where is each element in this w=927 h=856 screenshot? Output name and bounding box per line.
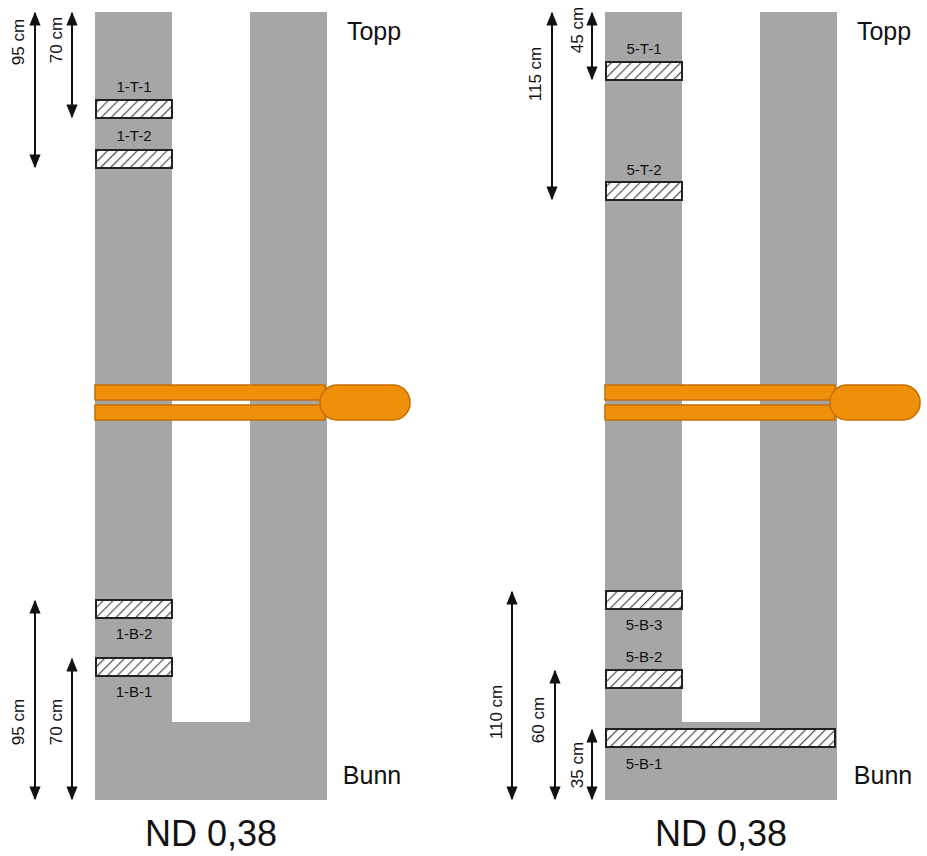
sample-label: 1-T-2 — [116, 128, 151, 143]
dimension-label: 110 cm — [488, 685, 505, 740]
dimension-arrow — [35, 13, 592, 799]
dimension-label: 70 cm — [48, 699, 65, 745]
sensor — [95, 385, 410, 420]
dimension-label: 115 cm — [527, 47, 544, 102]
sample-label: 1-B-1 — [116, 684, 153, 699]
sample-label: 5-T-1 — [626, 41, 661, 56]
sample-label: 5-B-3 — [626, 617, 663, 632]
dimension-label: 35 cm — [569, 742, 586, 788]
case-label: ND 0,38 — [655, 816, 787, 852]
u-structure — [95, 12, 327, 800]
sample-label: 1-B-2 — [116, 626, 153, 641]
dimension-label: 60 cm — [530, 697, 547, 743]
sample-label: 5-B-1 — [626, 756, 663, 771]
dimension-label: 95 cm — [10, 699, 27, 745]
sample-label: 5-T-2 — [626, 162, 661, 177]
sensor — [605, 385, 920, 420]
case-label: ND 0,38 — [145, 816, 277, 852]
dimension-label: 70 cm — [48, 17, 65, 63]
region-label: Topp — [347, 19, 401, 44]
u-structure — [605, 12, 837, 800]
sample-label: 5-B-2 — [626, 649, 663, 664]
dimension-label: 45 cm — [569, 7, 586, 53]
region-label: Bunn — [343, 763, 401, 788]
region-label: Topp — [857, 19, 911, 44]
sample-label: 1-T-1 — [116, 79, 151, 94]
sample-slice — [96, 62, 835, 747]
dimension-label: 95 cm — [10, 19, 27, 65]
region-label: Bunn — [854, 763, 912, 788]
